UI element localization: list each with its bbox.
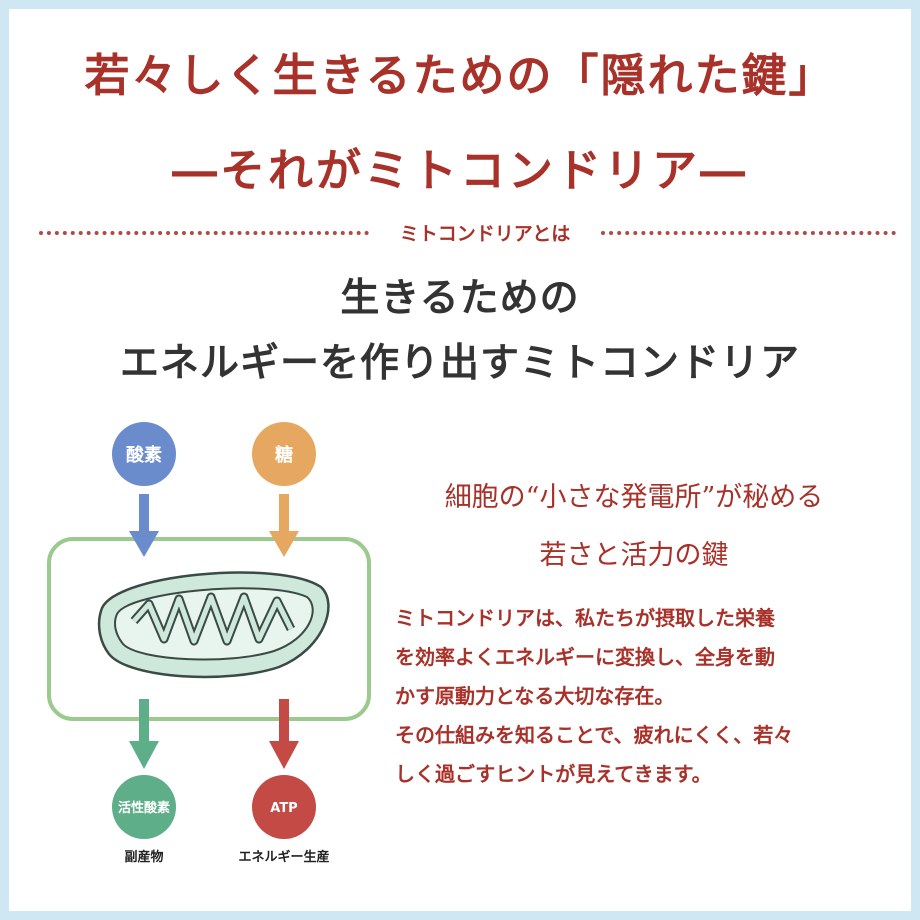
lead-line1: 細胞の“小さな発電所”が秘める — [444, 482, 824, 513]
mitochondrion-icon — [97, 571, 330, 679]
body-line: しく過ごすヒントが見えてきます。 — [395, 762, 712, 786]
process-frame — [47, 537, 371, 721]
body-line: を効率よくエネルギーに変換し、全身を動 — [395, 645, 775, 669]
sugar-label: 糖 — [275, 444, 293, 466]
main-title-line1: 若々しく生きるための「隠れた鍵」 — [84, 49, 836, 102]
sugar-arrow — [269, 494, 299, 557]
lead-line2: 若さと活力の鍵 — [539, 540, 729, 571]
ros-arrow — [129, 699, 159, 769]
body-line: かす原動力となる大切な存在。 — [395, 684, 675, 708]
oxygen-arrow — [129, 494, 159, 557]
ros-label: 活性酸素 — [118, 800, 170, 816]
infographic-card: 若々しく生きるための「隠れた鍵」 ―それがミトコンドリア― ミトコンドリアとは … — [9, 9, 911, 911]
atp-arrow — [269, 699, 299, 769]
atp-circle — [252, 775, 316, 839]
dotted-divider-right — [601, 231, 896, 235]
body-line: ミトコンドリアは、私たちが摂取した栄養 — [395, 606, 775, 630]
ros-circle — [112, 775, 176, 839]
oxygen-label: 酸素 — [126, 444, 162, 466]
main-title-line2: ―それがミトコンドリア― — [171, 144, 748, 197]
body-line: その仕組みを知ることで、疲れにくく、若々 — [395, 723, 794, 747]
dotted-divider-left — [39, 231, 369, 235]
body-paragraph: ミトコンドリアは、私たちが摂取した栄養 を効率よくエネルギーに変換し、全身を動 … — [395, 599, 895, 794]
atp-label: ATP — [270, 801, 297, 816]
sugar-circle — [252, 422, 316, 486]
ros-caption: 副産物 — [124, 849, 163, 865]
subtitle-line2: エネルギーを作り出すミトコンドリア — [119, 340, 800, 386]
section-label: ミトコンドリアとは — [399, 223, 571, 245]
oxygen-circle — [112, 422, 176, 486]
atp-caption: エネルギー生産 — [238, 849, 329, 865]
mitochondria-diagram: 酸素 糖 活性酸素 副産物 — [47, 422, 371, 865]
subtitle-line1: 生きるための — [340, 275, 580, 321]
